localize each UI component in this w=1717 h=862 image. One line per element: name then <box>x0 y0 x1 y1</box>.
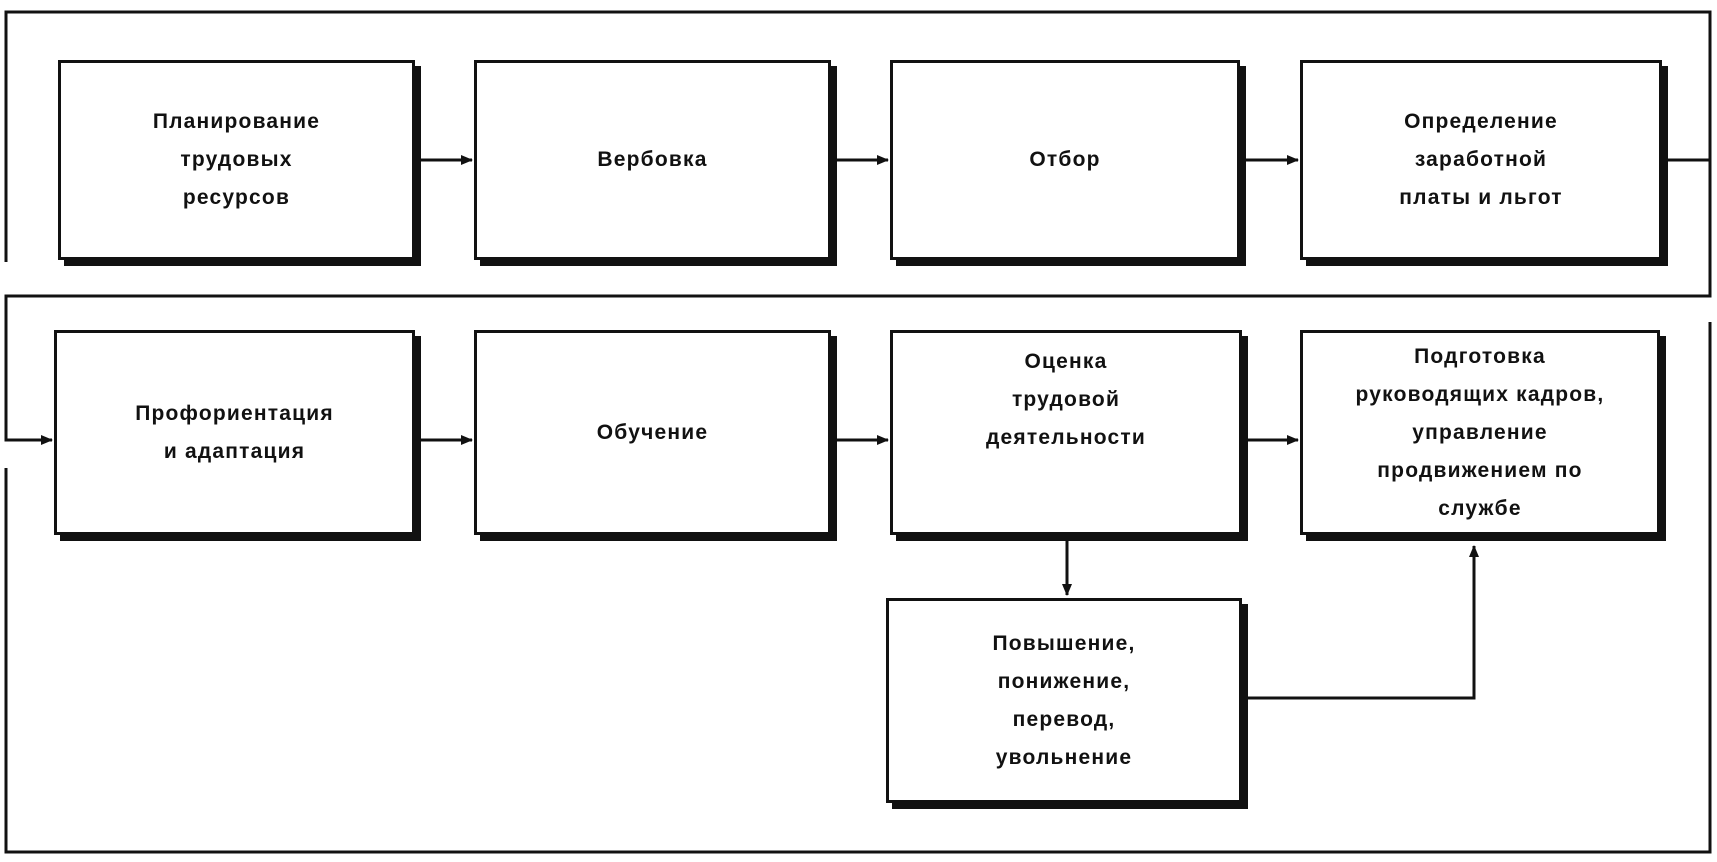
bottom-row-frame <box>4 322 1712 854</box>
node-label: Планирование трудовых ресурсов <box>152 110 321 209</box>
top-row-frame <box>4 10 1712 262</box>
edge-compensation-to-orientation <box>4 158 1712 445</box>
node-planning: Планирование трудовых ресурсов <box>58 60 415 260</box>
node-label: Обучение <box>596 420 709 444</box>
node-orientation: Профориентация и адаптация <box>54 330 415 535</box>
node-label: Оценка трудовой деятельности <box>986 350 1146 449</box>
node-label: Подготовка руководящих кадров, управлени… <box>1355 344 1605 520</box>
node-label: Повышение, понижение, перевод, увольнени… <box>992 631 1136 769</box>
node-compensation: Определение заработной платы и льгот <box>1300 60 1662 260</box>
node-label: Отбор <box>1029 148 1101 171</box>
node-movement: Повышение, понижение, перевод, увольнени… <box>886 598 1242 803</box>
node-label: Профориентация и адаптация <box>135 401 334 463</box>
node-training: Обучение <box>474 330 831 535</box>
node-selection: Отбор <box>890 60 1240 260</box>
node-appraisal: Оценка трудовой деятельности <box>890 330 1242 535</box>
edge-movement-to-management-dev <box>1244 545 1479 700</box>
node-recruiting: Вербовка <box>474 60 831 260</box>
node-management-dev: Подготовка руководящих кадров, управлени… <box>1300 330 1660 535</box>
node-label: Определение заработной платы и льгот <box>1399 110 1563 209</box>
node-label: Вербовка <box>597 148 708 171</box>
